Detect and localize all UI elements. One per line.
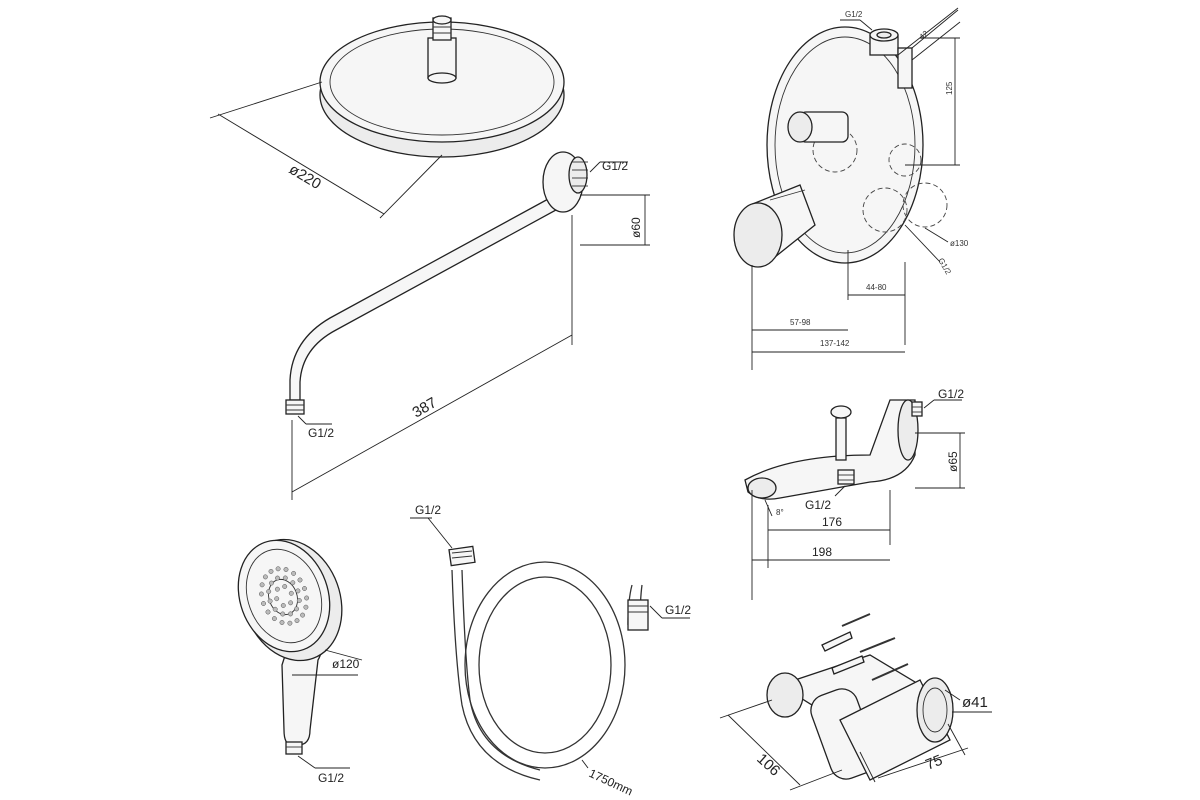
mixer-height-label: 125 — [945, 81, 954, 95]
spray-hole — [295, 588, 301, 594]
spout-thread-bottom-label: G1/2 — [805, 498, 831, 512]
spray-hole — [275, 575, 280, 581]
spray-hole — [303, 604, 309, 610]
spray-hole — [266, 589, 272, 594]
holder-length-label: 106 — [753, 750, 783, 779]
shower-arm-dimensions: G1/2 ø60 387 G1/2 — [291, 159, 650, 500]
spray-hole — [302, 586, 307, 591]
spray-hole — [290, 580, 296, 586]
hose-thread-b-label: G1/2 — [665, 603, 691, 617]
spout-thread-top-label: G1/2 — [938, 387, 964, 401]
arm-flange-diameter-label: ø60 — [629, 217, 643, 238]
hose-length-label: 1750mm — [587, 766, 635, 798]
arm-thread-top-label: G1/2 — [602, 159, 628, 173]
spray-hole — [267, 598, 273, 604]
spray-hole — [291, 570, 297, 576]
hose-thread-a-label: G1/2 — [415, 503, 441, 517]
spray-hole — [288, 611, 293, 617]
hand-shower-dimensions: ø120 G1/2 — [292, 649, 363, 785]
spray-hole — [259, 582, 265, 588]
spray-hole — [265, 609, 271, 615]
spray-hole — [261, 601, 266, 606]
holder-diameter-label: ø41 — [962, 694, 988, 711]
spray-hole — [274, 586, 280, 592]
hand-shower — [237, 538, 343, 755]
spray-hole — [282, 584, 288, 589]
spray-hole — [280, 603, 286, 608]
spray-hole — [274, 596, 280, 602]
spray-hole — [300, 612, 306, 618]
spout-length-b-label: 198 — [812, 545, 832, 559]
wall-plugs-and-screws — [821, 613, 909, 681]
spout-angle-label: 8° — [776, 508, 784, 517]
spout-dimensions: G1/2 ø65 8° G1/2 176 198 — [751, 387, 965, 600]
spray-hole — [258, 591, 264, 597]
spray-hole — [279, 620, 285, 625]
spray-holes — [258, 566, 310, 626]
mixer-plate-diameter-label: ø130 — [950, 239, 969, 248]
mixer-dimensions: G1/2 42 125 ø130 G1/2 44-80 57-98 137-14… — [751, 7, 969, 370]
shower-hose — [448, 545, 649, 781]
spray-hole — [271, 616, 277, 622]
hand-shower-diameter-label: ø120 — [332, 657, 360, 671]
mixer-spacing-a-label: 44-80 — [866, 283, 887, 292]
mixer-thread-top-label: G1/2 — [845, 10, 863, 19]
holder-depth-label: 75 — [923, 752, 945, 774]
spray-hole — [272, 606, 278, 612]
mixer-range-label: 137-142 — [820, 339, 850, 348]
spray-hole — [283, 567, 289, 572]
hand-shower-thread-label: G1/2 — [318, 771, 344, 785]
spray-hole — [288, 600, 294, 606]
arm-thread-bottom-label: G1/2 — [308, 426, 334, 440]
arm-length-label: 387 — [410, 394, 440, 421]
wall-holder — [766, 654, 954, 781]
spray-hole — [268, 568, 274, 574]
bath-spout — [744, 399, 923, 500]
spray-hole — [297, 577, 303, 583]
rain-shower-head — [319, 15, 565, 158]
shower-arm — [285, 151, 588, 415]
shower-head-diameter-label: ø220 — [286, 161, 324, 193]
concealed-mixer — [733, 26, 948, 268]
spray-hole — [282, 575, 288, 581]
spray-hole — [280, 611, 286, 617]
hose-dimensions: G1/2 G1/2 1750mm — [410, 503, 691, 798]
spray-hole — [296, 598, 302, 603]
spray-hole — [294, 618, 300, 624]
mixer-spacing-b-label: 57-98 — [790, 318, 811, 327]
spout-flange-diameter-label: ø65 — [946, 451, 960, 472]
spray-hole — [288, 590, 294, 596]
spray-hole — [287, 620, 293, 626]
spray-hole — [294, 606, 300, 612]
mixer-thread-side-label: G1/2 — [936, 257, 953, 277]
spray-hole — [262, 574, 268, 580]
spray-hole — [304, 595, 310, 601]
spray-hole — [268, 580, 274, 586]
spout-length-a-label: 176 — [822, 515, 842, 529]
spray-hole — [275, 566, 281, 572]
